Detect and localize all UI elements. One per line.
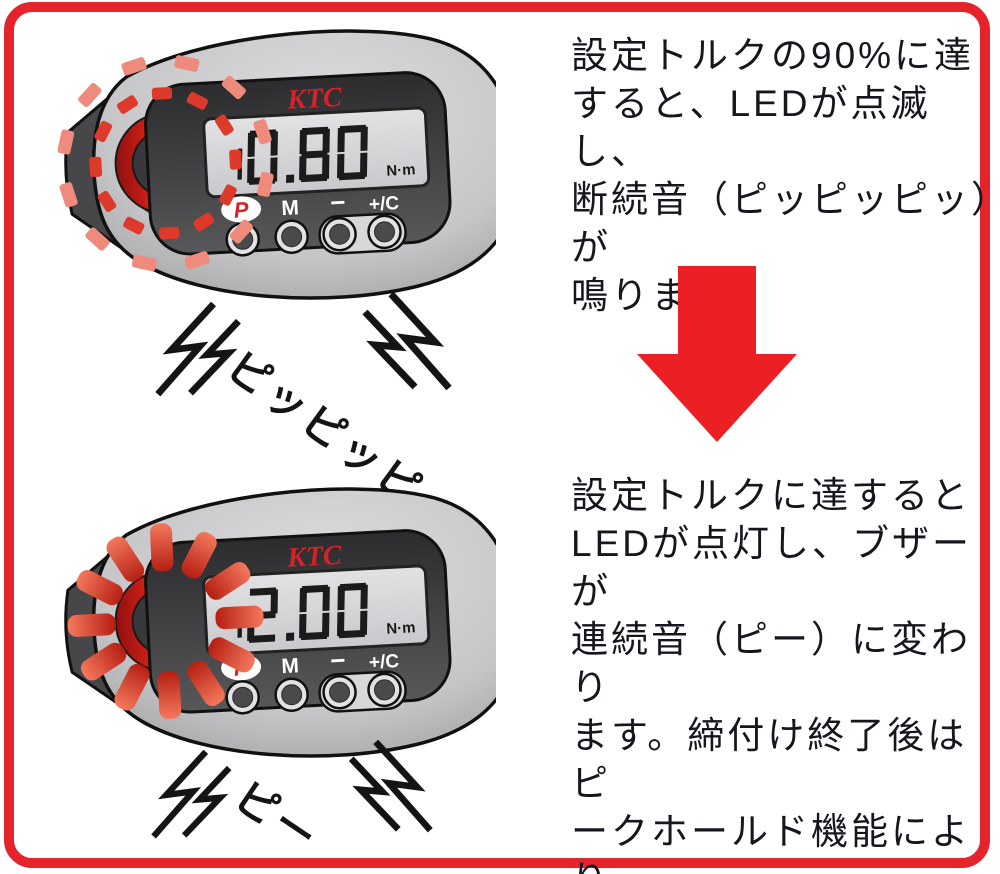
step2-description: 設定トルクに達すると LEDが点灯し、ブザーが 連続音（ピー）に変わり ます。締… (571, 475, 972, 874)
button-label-plus-c: +/C (368, 193, 399, 216)
button-label-minus: − (330, 645, 347, 676)
button-label-minus: − (330, 187, 347, 218)
button-label-m: M (281, 196, 300, 220)
sound-effect-text: ピー (226, 772, 329, 863)
sound-burst-icon (348, 292, 458, 392)
led-blink-rays (57, 55, 274, 272)
brand-logo: KTC (285, 82, 342, 116)
sound-burst-icon (338, 740, 436, 834)
brand-logo: KTC (285, 540, 342, 574)
torque-wrench-device-solid: KTC N·m P M − +/C (64, 487, 496, 758)
button-label-p: P (233, 197, 249, 223)
sound-burst-icon (154, 302, 250, 398)
torque-wrench-device-blinking: KTC N·m P M − +/C (57, 29, 496, 300)
sound-effect-beeping: ピッピッピッ (150, 292, 530, 542)
down-arrow (637, 266, 797, 442)
lcd-unit: N·m (386, 161, 416, 180)
sound-burst-icon (150, 750, 240, 840)
sound-effect-continuous: ピー (150, 738, 450, 868)
p-label-badge (221, 196, 262, 223)
button-label-m: M (281, 654, 300, 678)
led-solid-rays (67, 523, 264, 720)
device-buttons[interactable] (225, 672, 402, 715)
lcd-display (202, 564, 431, 657)
lcd-unit: N·m (386, 619, 416, 638)
button-label-plus-c: +/C (368, 651, 399, 674)
